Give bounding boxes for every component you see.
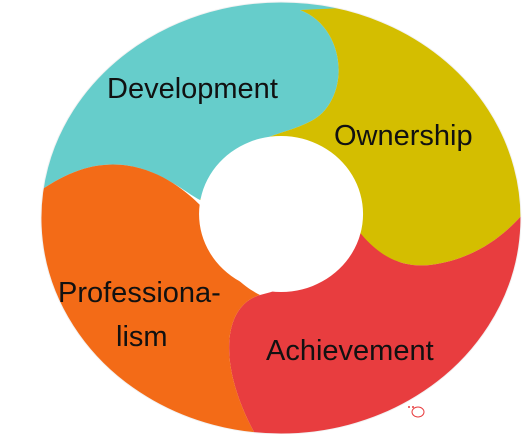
segment-label-development: Development bbox=[107, 73, 278, 105]
segment-development bbox=[40, 2, 520, 215]
watermark: 天智润铭咨询 bbox=[404, 401, 506, 418]
segment-label-professionalism-line1: Professiona- bbox=[58, 277, 221, 309]
segment-label-ownership: Ownership bbox=[334, 120, 473, 152]
watermark-text: 天智润铭咨询 bbox=[428, 401, 506, 417]
wechat-icon bbox=[404, 402, 425, 418]
segment-label-professionalism-line2: lism bbox=[116, 321, 168, 353]
segment-label-achievement: Achievement bbox=[266, 335, 434, 367]
